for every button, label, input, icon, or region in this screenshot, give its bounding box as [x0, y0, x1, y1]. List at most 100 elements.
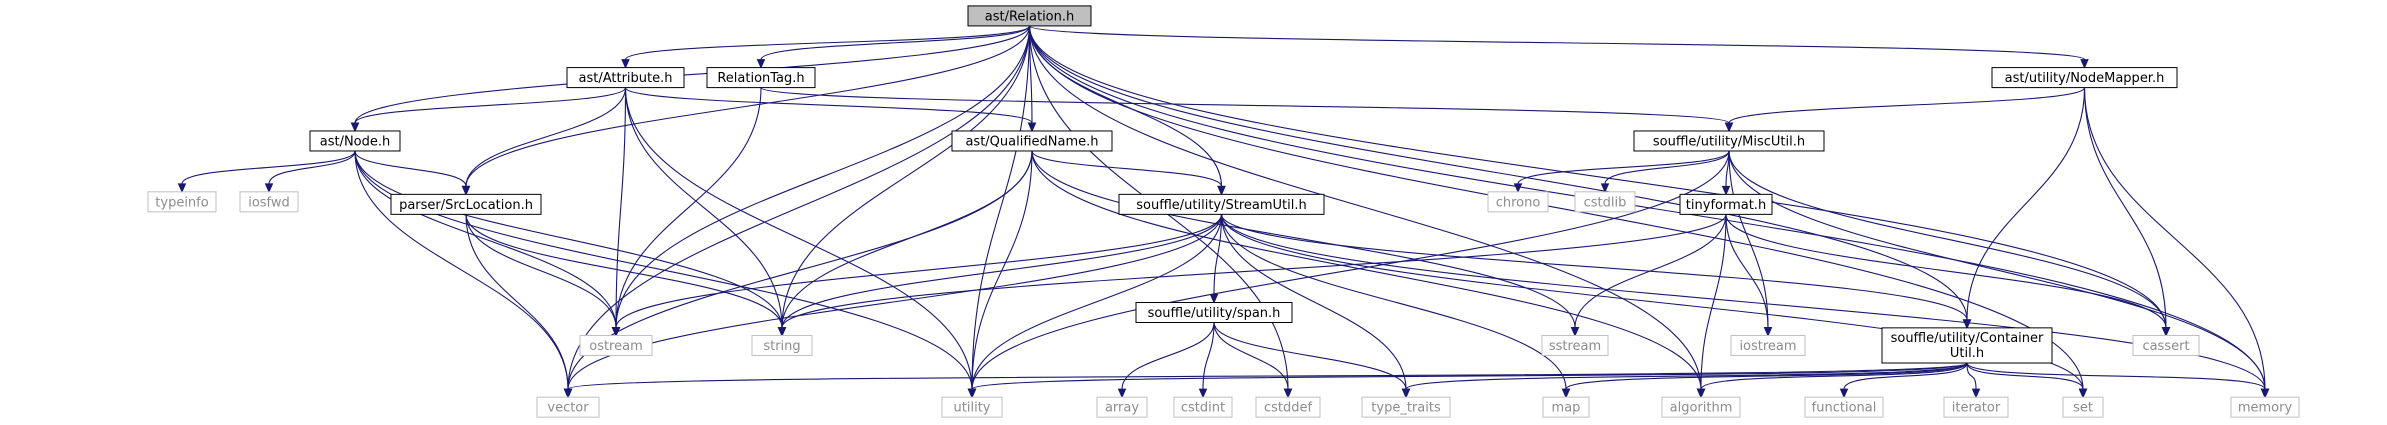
node-box-tinyformat: [1679, 193, 1773, 215]
edge-relation-to-string: [781, 25, 1031, 328]
edge-streamutil-to-memory: [1220, 214, 2266, 390]
node-label-relationtag: RelationTag.h: [717, 71, 804, 86]
edge-containerutil-to-map: [1565, 362, 1968, 390]
node-label-span: souffle/utility/span.h: [1148, 306, 1281, 321]
edge-attribute-to-srclocation: [465, 87, 627, 187]
edge-containerutil-to-memory: [1966, 362, 2266, 390]
edge-arrowhead-miscutil-to-cstdlib: [1600, 183, 1610, 194]
edge-arrowhead-attribute-to-qualifiedname: [1027, 122, 1037, 133]
edge-tinyformat-to-sstream: [1574, 214, 1727, 328]
edge-nodemapper-to-cassert: [2083, 87, 2167, 328]
node-iostream: iostream: [1730, 334, 1806, 356]
edge-arrowhead-streamutil-to-ostream: [611, 326, 621, 337]
edge-node-to-iosfwd: [268, 150, 356, 184]
edge-streamutil-to-type_traits: [1220, 214, 1407, 390]
node-tinyformat[interactable]: tinyformat.h: [1679, 193, 1773, 215]
node-label-string: string: [763, 339, 800, 354]
edge-streamutil-to-string: [781, 214, 1223, 328]
node-label-line2-containerutil: Util.h: [1950, 346, 1984, 361]
edge-arrowhead-node-to-srclocation: [461, 185, 471, 196]
node-iosfwd: iosfwd: [239, 191, 299, 213]
node-label-chrono: chrono: [1496, 195, 1541, 210]
node-label-map: map: [1552, 401, 1581, 416]
node-box-type_traits: [1361, 396, 1451, 418]
edge-node-to-ostream: [354, 150, 617, 328]
edge-streamutil-to-utility: [971, 214, 1223, 390]
node-label-iterator: iterator: [1952, 401, 2001, 416]
node-box-utility: [941, 396, 1003, 418]
edge-containerutil-to-iterator: [1966, 363, 1977, 390]
edge-attribute-to-ostream: [615, 87, 627, 328]
edge-node-to-vector: [354, 150, 569, 390]
edge-relation-to-utility: [971, 25, 1031, 390]
edge-arrowhead-containerutil-to-iterator: [1971, 388, 1981, 399]
edge-arrowhead-miscutil-to-tinyformat: [1721, 185, 1731, 196]
edge-tinyformat-to-iostream: [1725, 214, 1769, 328]
edge-srclocation-to-vector: [465, 214, 569, 390]
node-relationtag[interactable]: RelationTag.h: [706, 67, 816, 89]
node-utility: utility: [941, 396, 1003, 418]
edge-arrowhead-tinyformat-to-iostream: [1763, 326, 1773, 337]
edge-span-to-cstddef: [1213, 322, 1289, 390]
edge-tinyformat-to-string: [781, 214, 1727, 328]
node-box-iostream: [1730, 334, 1806, 356]
node-type_traits: type_traits: [1361, 396, 1451, 418]
edge-arrowhead-relation-to-relationtag: [756, 59, 766, 69]
node-box-iterator: [1943, 396, 2009, 418]
edge-relation-to-nodemapper: [1028, 25, 2086, 61]
node-iterator: iterator: [1943, 396, 2009, 418]
edge-containerutil-to-utility: [971, 362, 1968, 390]
node-label-containerutil: souffle/utility/Container: [1891, 331, 2044, 346]
edge-srclocation-to-ostream: [465, 214, 617, 328]
edge-streamutil-to-span: [1213, 214, 1223, 295]
node-label-iosfwd: iosfwd: [248, 195, 290, 210]
edge-qualifiedname-to-algorithm: [1031, 150, 1702, 390]
edge-qualifiedname-to-utility: [971, 150, 1033, 390]
edge-tinyformat-to-cassert: [1725, 214, 2167, 328]
node-box-relationtag: [706, 67, 816, 89]
node-label-typeinfo: typeinfo: [155, 195, 208, 210]
node-cstdlib: cstdlib: [1574, 191, 1636, 213]
edge-arrowhead-containerutil-to-functional: [1839, 388, 1849, 399]
edge-span-to-cstdint: [1202, 322, 1215, 390]
edge-relationtag-to-ostream: [615, 87, 762, 328]
node-box-span: [1135, 302, 1293, 324]
node-label-tinyformat: tinyformat.h: [1686, 198, 1766, 213]
node-box-cstdint: [1173, 396, 1233, 418]
node-box-vector: [536, 396, 600, 418]
node-srclocation[interactable]: parser/SrcLocation.h: [390, 193, 542, 215]
node-string: string: [751, 334, 813, 356]
node-qualifiedname[interactable]: ast/QualifiedName.h: [951, 130, 1113, 152]
node-streamutil[interactable]: souffle/utility/StreamUtil.h: [1118, 193, 1325, 215]
edge-relation-to-srclocation: [465, 25, 1031, 187]
node-box-cstdlib: [1574, 191, 1636, 213]
node-nodemapper[interactable]: ast/utility/NodeMapper.h: [1991, 67, 2178, 89]
node-memory: memory: [2230, 396, 2300, 418]
node-chrono: chrono: [1487, 191, 1549, 213]
node-attribute[interactable]: ast/Attribute.h: [566, 67, 685, 89]
node-cstddef: cstddef: [1255, 396, 1321, 418]
edge-relation-to-ostream: [615, 25, 1031, 328]
node-node[interactable]: ast/Node.h: [309, 130, 401, 152]
node-box-qualifiedname: [951, 130, 1113, 152]
edge-arrowhead-span-to-type_traits: [1401, 388, 1411, 399]
edge-arrowhead-node-to-typeinfo: [177, 183, 187, 194]
node-label-sstream: sstream: [1549, 339, 1601, 354]
node-relation[interactable]: ast/Relation.h: [967, 5, 1092, 27]
edge-node-to-string: [354, 150, 783, 328]
node-miscutil[interactable]: souffle/utility/MiscUtil.h: [1633, 130, 1825, 152]
node-label-memory: memory: [2238, 401, 2293, 416]
edge-miscutil-to-chrono: [1517, 150, 1730, 185]
edge-arrowhead-containerutil-to-utility: [967, 388, 977, 399]
edge-attribute-to-utility: [624, 87, 973, 390]
node-span[interactable]: souffle/utility/span.h: [1135, 302, 1293, 324]
edge-arrowhead-attribute-to-node: [350, 122, 360, 133]
edge-arrowhead-miscutil-to-chrono: [1513, 183, 1523, 194]
node-label-algorithm: algorithm: [1670, 401, 1733, 416]
edge-relation-to-memory: [1028, 25, 2266, 390]
edge-relation-to-node: [354, 25, 1031, 124]
node-cassert: cassert: [2132, 334, 2200, 356]
edge-streamutil-to-containerutil: [1220, 214, 1968, 320]
